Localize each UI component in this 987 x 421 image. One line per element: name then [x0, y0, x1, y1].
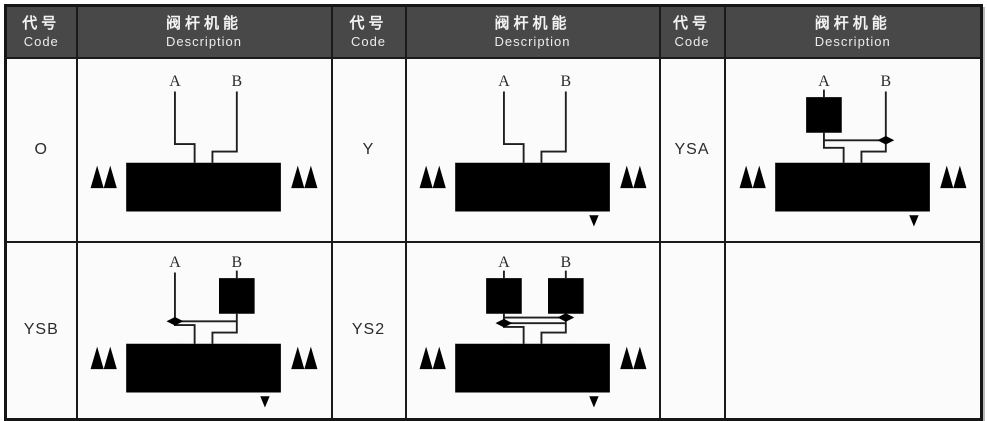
code-cell-YSA: YSA [658, 57, 726, 243]
header-code-2: 代号 Code [330, 4, 407, 59]
valve-function-table: 代号 Code 阀杆机能 Description 代号 Code 阀杆机能 De… [4, 4, 983, 421]
port-a-label: A [169, 254, 181, 271]
port-lines [502, 270, 567, 344]
port-lines [502, 91, 567, 164]
header-desc-zh: 阀杆机能 [165, 14, 242, 32]
pilot-lines [503, 316, 566, 324]
code-cell-YSB: YSB [4, 241, 78, 420]
port-a-label: A [498, 73, 510, 90]
y-center-pilot-check-AB-diagram: A B [419, 254, 646, 408]
solenoid-valve-closed-center-diagram: A B [90, 73, 318, 212]
y-center-pilot-check-B-diagram: A B [90, 254, 318, 408]
header-row: 代号 Code 阀杆机能 Description 代号 Code 阀杆机能 De… [4, 4, 983, 59]
code-cell-O: O [4, 57, 78, 243]
port-b-label: B [560, 73, 571, 90]
code-cell-Y: Y [330, 57, 407, 243]
pilot-check-valve-icon [805, 97, 842, 134]
header-description-1: 阀杆机能 Description [75, 4, 333, 59]
table-row-2: YSB A B YS2 [4, 241, 983, 420]
diagram-cell-YSB: A B [75, 241, 333, 420]
header-description-3: 阀杆机能 Description [723, 4, 983, 59]
port-b-label: B [560, 254, 571, 271]
diagram-cell-empty [723, 241, 983, 420]
header-code-en: Code [23, 33, 59, 49]
port-b-label: B [232, 73, 243, 90]
pilot-check-valve-icon-b [547, 277, 584, 314]
header-desc-en: Description [165, 33, 243, 49]
port-b-label: B [232, 254, 243, 271]
solenoid-valve-y-center-diagram: A B [419, 73, 646, 227]
port-a-label: A [169, 73, 181, 90]
port-a-label: A [498, 254, 510, 271]
diagram-cell-Y: A B [404, 57, 661, 243]
port-a-label: A [818, 73, 830, 90]
table-row-1: O A B Y A [4, 57, 983, 243]
y-center-pilot-check-A-diagram: A B [739, 73, 967, 227]
pilot-check-valve-icon-a [485, 277, 522, 314]
diagram-cell-YS2: A B [404, 241, 661, 420]
pilot-junction-diamond-b [556, 312, 574, 322]
code-cell-empty [658, 241, 726, 420]
header-code-3: 代号 Code [658, 4, 726, 59]
header-description-2: 阀杆机能 Description [404, 4, 661, 59]
pilot-junction-diamond [877, 136, 894, 145]
code-cell-YS2: YS2 [330, 241, 407, 420]
port-lines [174, 270, 238, 344]
header-code-1: 代号 Code [4, 4, 78, 59]
port-b-label: B [880, 73, 891, 90]
header-code-zh: 代号 [22, 14, 61, 32]
pilot-check-valve-icon [219, 277, 255, 314]
diagram-cell-YSA: A B [723, 57, 983, 243]
diagram-cell-O: A B [75, 57, 333, 243]
port-lines [174, 91, 238, 164]
valve-body [126, 163, 281, 212]
